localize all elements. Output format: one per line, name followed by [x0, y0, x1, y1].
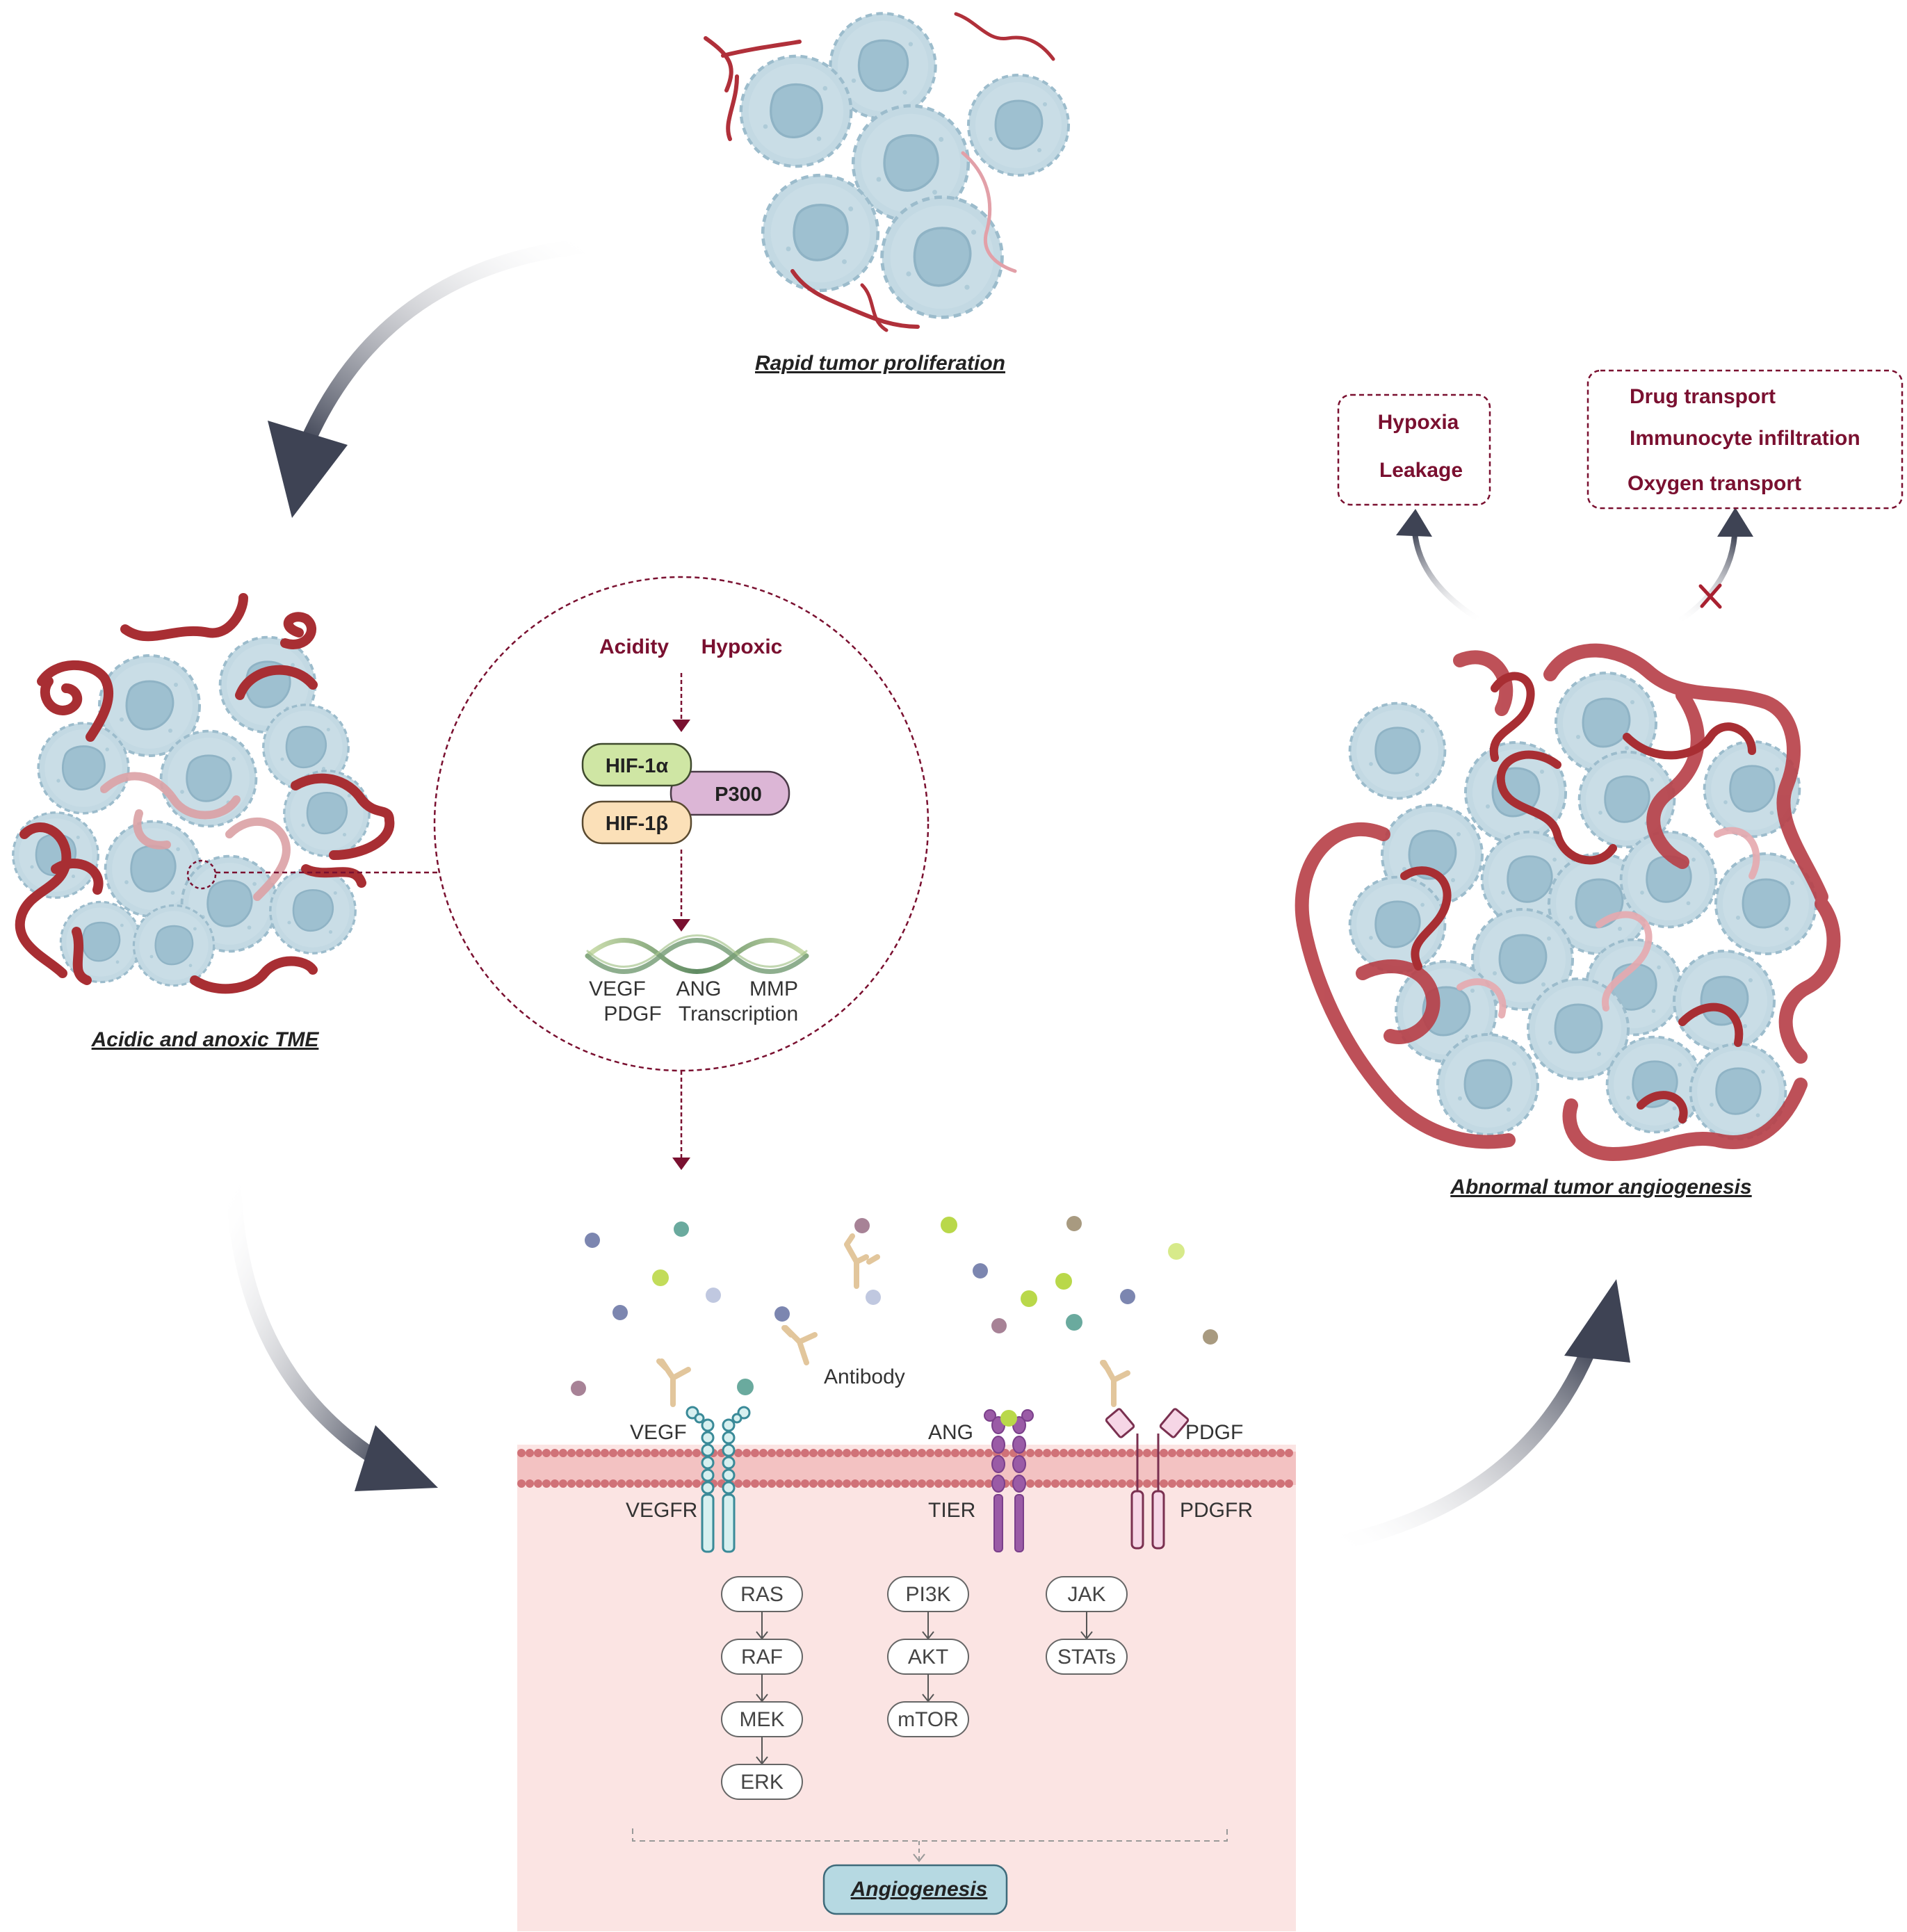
outcome-box-increased: Hypoxia Leakage: [1337, 393, 1491, 506]
stage-title-top: Rapid tumor proliferation: [755, 352, 1005, 375]
zoom-marker: [186, 859, 217, 890]
outcome-leakage: Leakage: [1379, 459, 1463, 482]
hif-inset: Acidity Hypoxic P300 HIF-1α HIF-1β VEGF …: [433, 576, 930, 1072]
top-tumor-cluster: [704, 13, 1070, 332]
ligand-particles: [571, 1216, 1218, 1396]
vegfr-receptor: [685, 1406, 751, 1553]
antibody-icons: [656, 1233, 1130, 1407]
target-transcription: Transcription: [679, 1002, 798, 1025]
cycle-arrow-bottom-right: [1324, 1279, 1630, 1552]
cell-signaling-panel: Antibody VEGF VEGFR ANG TIER: [517, 1216, 1296, 1931]
stage-title-left: Acidic and anoxic TME: [91, 1028, 320, 1051]
outcome-arrow-left: [1396, 509, 1508, 637]
pi3k-pathway: PI3K AKT mTOR: [887, 1576, 969, 1737]
left-tumor-cluster: [12, 593, 445, 994]
ang-ligand-label: ANG: [928, 1421, 973, 1444]
antibody-label: Antibody: [824, 1365, 905, 1388]
target-ang: ANG: [676, 977, 721, 1000]
vegf-ligand-label: VEGF: [630, 1421, 687, 1444]
pathway-mek: MEK: [739, 1708, 784, 1731]
hif1b-box: [581, 800, 692, 845]
target-vegf: VEGF: [589, 977, 646, 1000]
pathway-stats: STATs: [1057, 1646, 1116, 1669]
tier-receptor: [984, 1409, 1034, 1552]
blocked-cross-icon: [1698, 583, 1722, 609]
cycle-arrow-top-left: [268, 237, 606, 518]
pathway-akt: AKT: [908, 1646, 948, 1669]
pathway-ras: RAS: [740, 1583, 784, 1606]
trigger-hypoxic: Hypoxic: [701, 635, 783, 658]
stage-title-right: Abnormal tumor angiogenesis: [1450, 1176, 1751, 1199]
outcome-immunocyte-infiltration: Immunocyte infiltration: [1630, 427, 1860, 450]
pdgfr-label: PDGFR: [1180, 1499, 1253, 1522]
pathway-raf: RAF: [741, 1646, 783, 1669]
outcome-arrow-right: [1652, 508, 1753, 637]
pathway-erk: ERK: [740, 1771, 784, 1794]
p300-label: P300: [715, 784, 762, 806]
pathway-pi3k: PI3K: [905, 1583, 950, 1606]
dna-helix: [585, 934, 809, 974]
target-mmp: MMP: [749, 977, 798, 1000]
p300-box: [670, 770, 790, 816]
hif1b-label: HIF-1β: [606, 813, 668, 835]
outcome-drug-transport: Drug transport: [1630, 385, 1776, 408]
outcome-box-decreased: Drug transport Immunocyte infiltration O…: [1587, 369, 1904, 510]
trigger-acidity: Acidity: [599, 635, 669, 658]
vegfr-label: VEGFR: [626, 1499, 697, 1522]
hif1a-label: HIF-1α: [606, 755, 669, 777]
tier-label: TIER: [928, 1499, 975, 1522]
outcome-hypoxia: Hypoxia: [1378, 411, 1459, 434]
cell-membrane: [517, 1449, 1296, 1488]
target-pdgf: PDGF: [603, 1002, 661, 1025]
hif1a-box: [581, 742, 692, 787]
pathway-mtor: mTOR: [898, 1708, 959, 1731]
mapk-pathway: RAS RAF MEK ERK: [721, 1576, 803, 1800]
ang-ligand-dot: [1000, 1410, 1017, 1427]
angiogenesis-box: [822, 1864, 1008, 1915]
stage-title-bottom: Angiogenesis: [850, 1878, 988, 1901]
right-tumor-cluster: [1295, 643, 1841, 1162]
pdgf-ligand-label: PDGF: [1185, 1421, 1243, 1444]
pathway-jak: JAK: [1067, 1583, 1105, 1606]
outcome-oxygen-transport: Oxygen transport: [1628, 472, 1801, 495]
pdgfr-receptor: [1105, 1408, 1190, 1550]
jak-pathway: JAK STATs: [1046, 1576, 1128, 1675]
cycle-arrow-left-bottom: [225, 1167, 438, 1491]
